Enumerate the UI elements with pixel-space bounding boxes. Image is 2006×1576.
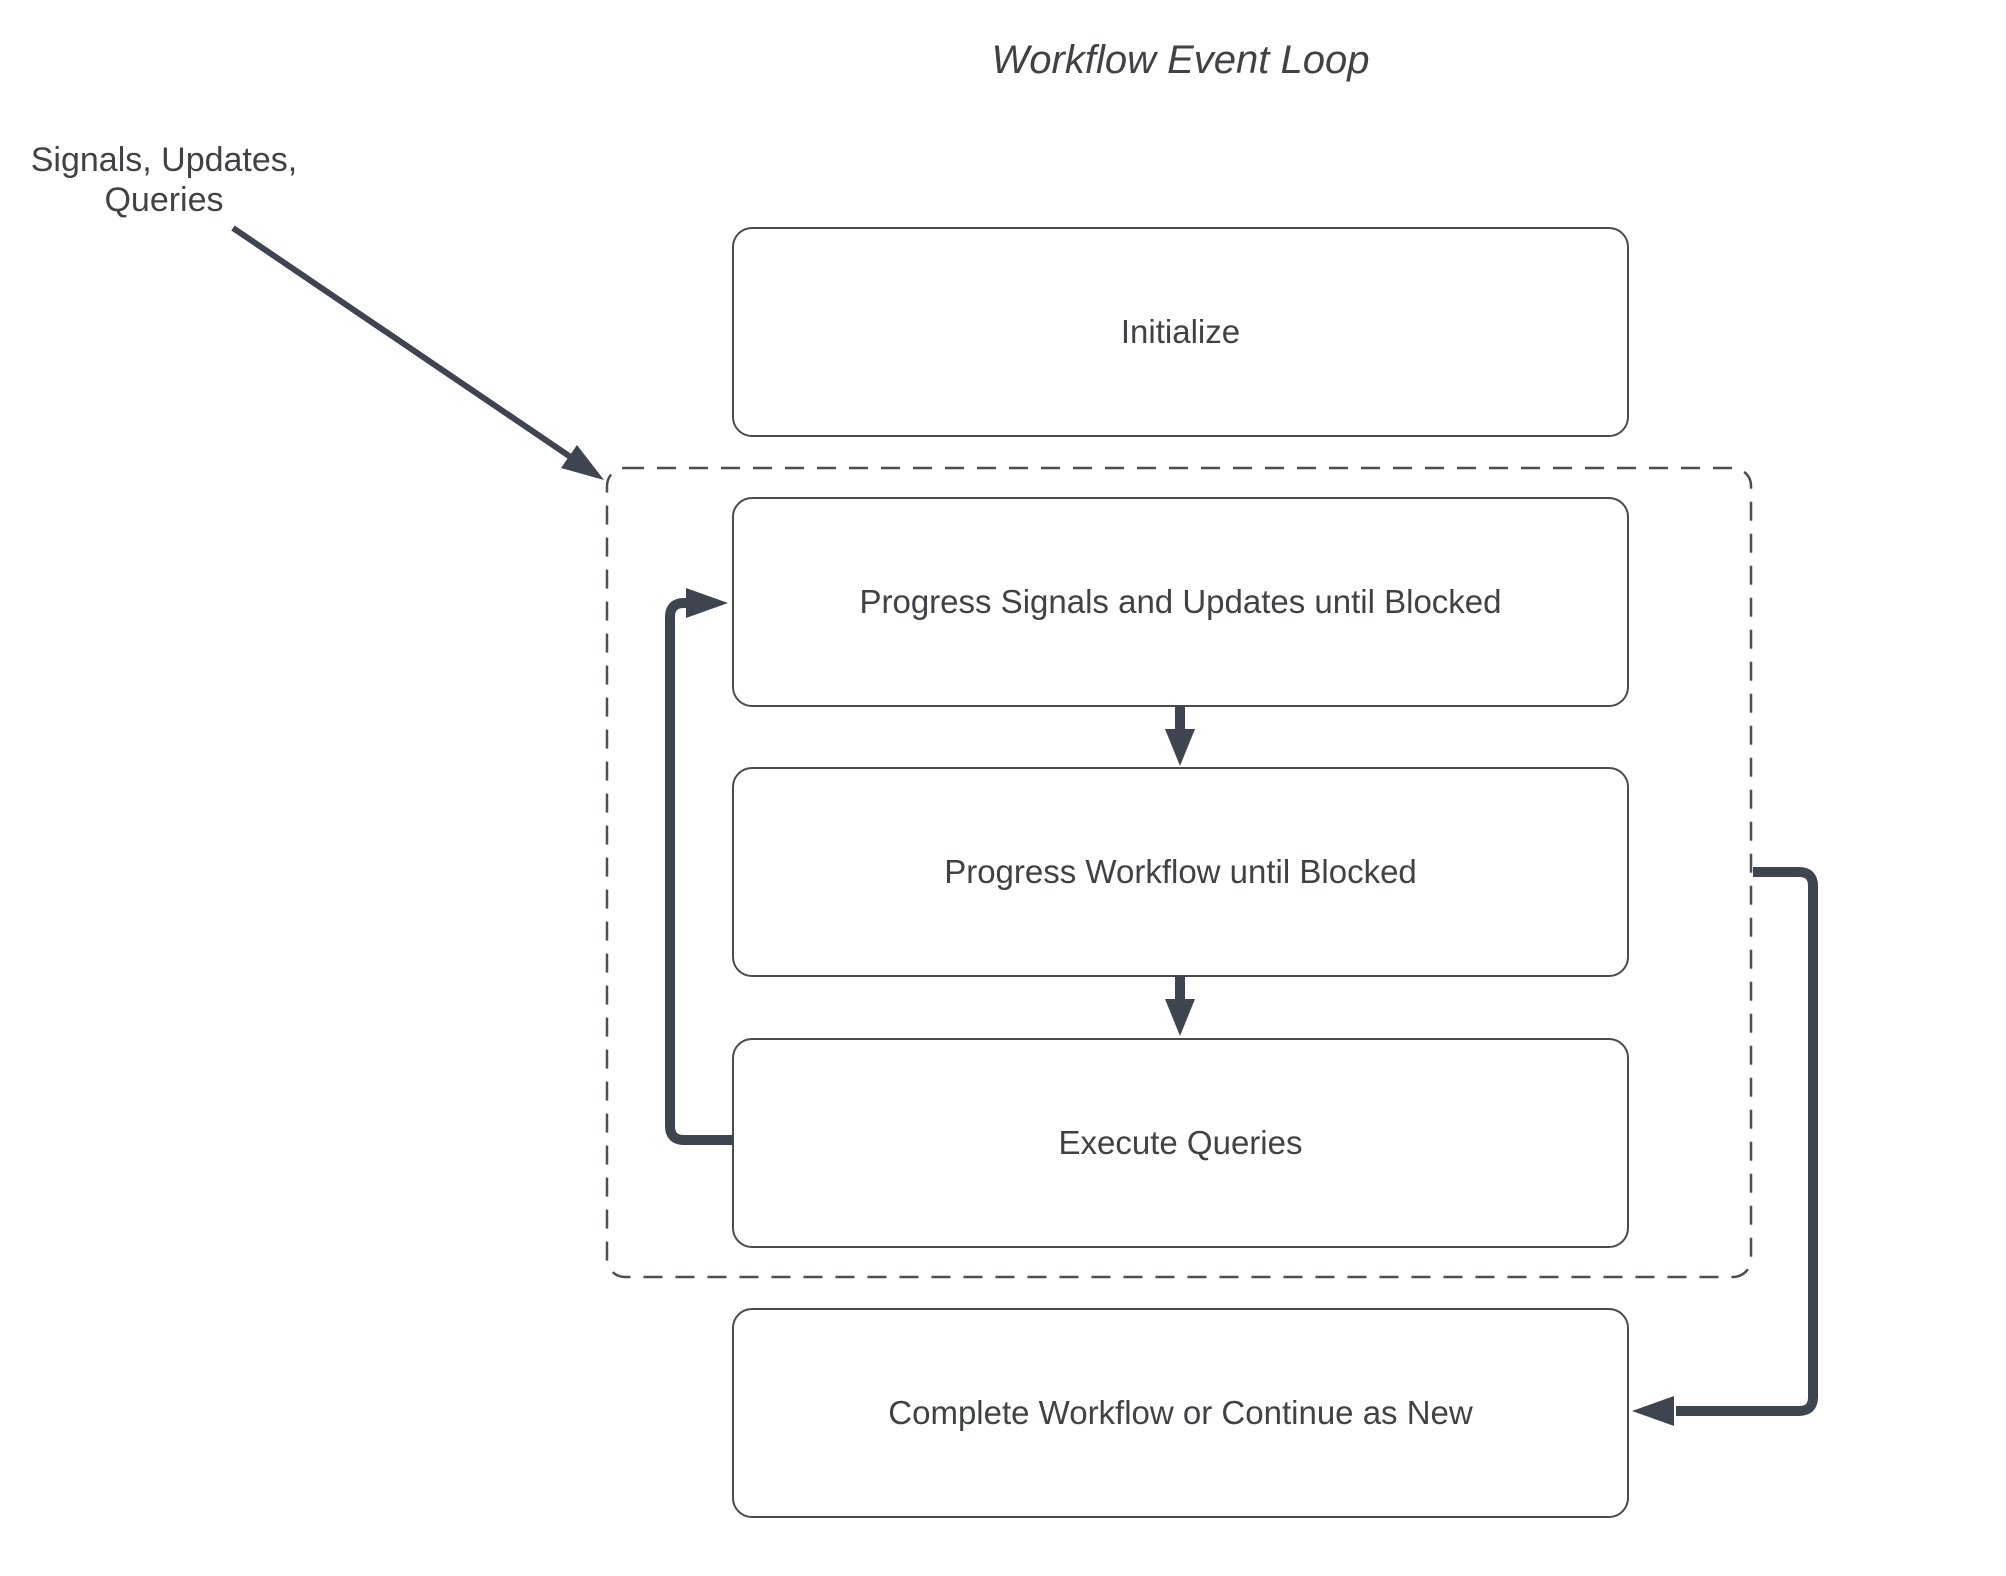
node-execute-queries-label: Execute Queries xyxy=(1058,1124,1303,1161)
arrow-workflow-to-queries xyxy=(1165,976,1195,1036)
arrow-signals-to-workflow xyxy=(1165,706,1195,766)
arrow-loop-queries-to-signals-path xyxy=(665,598,733,1145)
node-initialize: Initialize xyxy=(732,227,1629,437)
node-progress-workflow-label: Progress Workflow until Blocked xyxy=(944,853,1417,890)
node-initialize-label: Initialize xyxy=(1120,313,1241,350)
diagram-title: Workflow Event Loop xyxy=(991,38,1370,82)
signals-updates-queries-label: Signals, Updates, Queries xyxy=(14,140,314,220)
node-progress-workflow: Progress Workflow until Blocked xyxy=(732,767,1629,977)
annotation-line-2: Queries xyxy=(104,181,224,220)
arrow-loop-to-complete xyxy=(1632,867,1818,1426)
arrow-signals-to-workflow-head xyxy=(1165,729,1195,766)
arrow-loop-to-complete-head xyxy=(1632,1396,1674,1426)
node-complete-workflow-label: Complete Workflow or Continue as New xyxy=(888,1394,1473,1431)
annotation-line-1: Signals, Updates, xyxy=(30,141,298,179)
node-progress-signals-updates: Progress Signals and Updates until Block… xyxy=(732,497,1629,707)
arrow-loop-to-complete-path xyxy=(1676,867,1818,1416)
signals-input-arrow-line xyxy=(231,225,577,463)
arrow-workflow-to-queries-head xyxy=(1165,999,1195,1036)
arrow-loop-queries-to-signals-head xyxy=(686,588,728,618)
node-execute-queries: Execute Queries xyxy=(732,1038,1629,1248)
arrow-loop-queries-to-signals xyxy=(665,588,733,1145)
signals-input-arrow-head xyxy=(561,445,604,480)
node-progress-signals-updates-label: Progress Signals and Updates until Block… xyxy=(859,583,1502,620)
node-complete-workflow: Complete Workflow or Continue as New xyxy=(732,1308,1629,1518)
signals-input-arrow xyxy=(231,225,604,480)
